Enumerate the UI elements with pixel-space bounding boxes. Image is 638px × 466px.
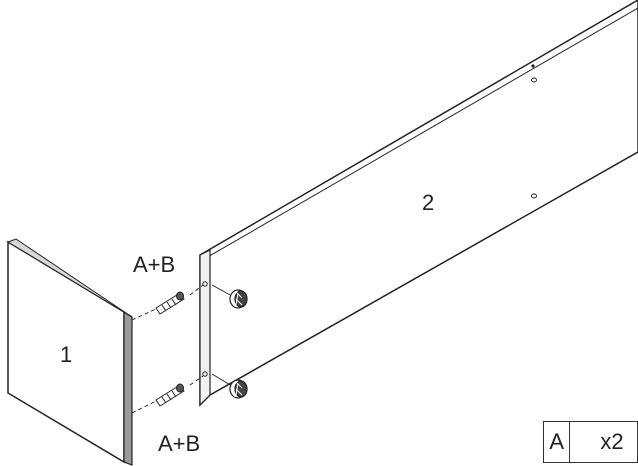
legend-qty: x2 (569, 421, 638, 463)
cam-lock-icon (229, 289, 248, 399)
panel-2 (199, 0, 638, 407)
hardware-legend: A x2 (542, 421, 638, 463)
assembly-guides (131, 284, 233, 414)
panel-1-label: 1 (60, 342, 72, 367)
callout-top: A+B (133, 252, 175, 277)
callout-bottom: A+B (158, 431, 200, 456)
dowel-screw-icon (155, 291, 185, 407)
panel-1 (6, 238, 133, 466)
legend-key: A (542, 421, 571, 463)
panel-2-label: 2 (422, 190, 434, 215)
